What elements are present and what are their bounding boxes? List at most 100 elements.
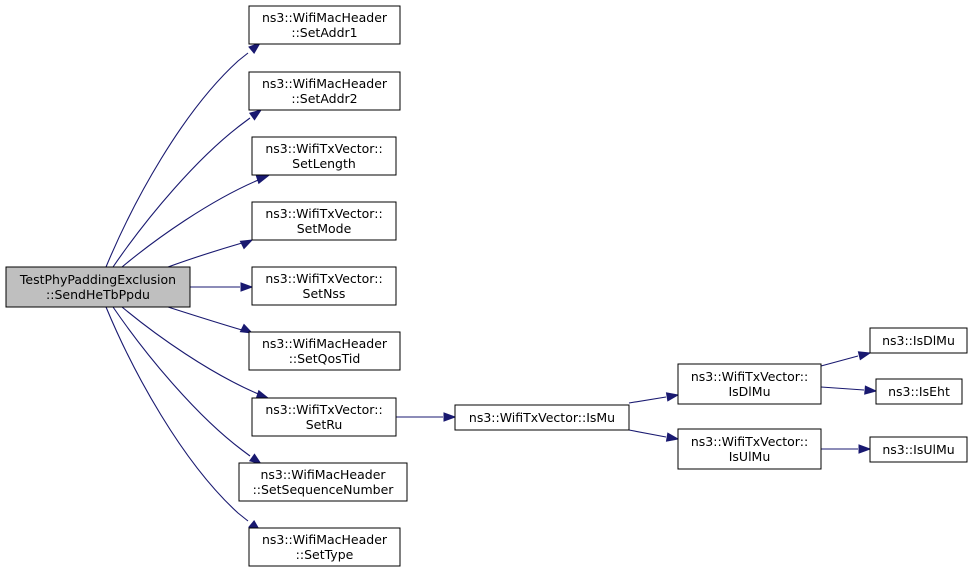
edge-line xyxy=(167,306,251,333)
node-box xyxy=(677,363,822,405)
edge-root-to-setlength xyxy=(121,175,270,268)
node-box xyxy=(248,71,401,111)
node-box xyxy=(875,378,963,405)
node-label-line: IsDlMu xyxy=(728,384,770,399)
edge-arrowhead xyxy=(857,351,872,361)
node-label-line: TestPhyPaddingExclusion xyxy=(19,272,176,287)
node-setmode[interactable]: ns3::WifiTxVector::SetMode xyxy=(251,201,397,241)
edge-line xyxy=(167,240,251,268)
node-ismu[interactable]: ns3::WifiTxVector::IsMu xyxy=(454,404,630,431)
node-box xyxy=(251,136,397,176)
node-box xyxy=(251,397,397,437)
edge-line xyxy=(121,306,266,398)
edge-arrowhead xyxy=(240,282,254,292)
node-label-line: IsUlMu xyxy=(729,449,771,464)
node-isdlmu[interactable]: ns3::IsDlMu xyxy=(869,327,968,354)
node-label-line: ns3::WifiMacHeader xyxy=(262,532,388,547)
node-setru[interactable]: ns3::WifiTxVector::SetRu xyxy=(251,397,397,437)
edge-arrowhead xyxy=(248,453,263,465)
edge-line xyxy=(105,52,249,268)
node-label-line: SetLength xyxy=(292,156,356,171)
edge-arrowhead xyxy=(864,385,878,395)
node-txisulmu[interactable]: ns3::WifiTxVector::IsUlMu xyxy=(677,428,822,470)
node-label-line: ::SetSequenceNumber xyxy=(253,482,395,497)
node-label-line: ::SetType xyxy=(296,547,354,562)
edge-txisdlmu-to-isdlmu xyxy=(820,351,872,367)
edge-txisdlmu-to-iseht xyxy=(820,385,878,395)
node-label-line: ns3::WifiMacHeader xyxy=(262,10,388,25)
node-label-line: ns3::WifiTxVector:: xyxy=(265,206,382,221)
edge-line xyxy=(628,396,667,404)
edge-arrowhead xyxy=(255,389,270,399)
node-setnss[interactable]: ns3::WifiTxVector::SetNss xyxy=(251,266,397,306)
node-box xyxy=(677,428,822,470)
node-setqostid[interactable]: ns3::WifiMacHeader::SetQosTid xyxy=(248,331,401,371)
edge-line xyxy=(105,306,249,522)
edge-root-to-setnss xyxy=(190,282,254,292)
node-box xyxy=(5,266,191,308)
node-label-line: ::SetQosTid xyxy=(289,351,361,366)
node-box xyxy=(238,462,408,502)
edge-root-to-setseq xyxy=(112,306,263,465)
node-setaddr2[interactable]: ns3::WifiMacHeader::SetAddr2 xyxy=(248,71,401,111)
edge-arrowhead xyxy=(665,392,680,402)
edge-arrowhead xyxy=(248,109,263,121)
node-label-line: ::SendHeTbPpdu xyxy=(46,287,150,302)
edge-root-to-setaddr2 xyxy=(112,109,263,268)
node-label-line: ::SetAddr2 xyxy=(291,91,357,106)
edge-ismu-to-txisulmu xyxy=(628,429,680,442)
edge-root-to-settype xyxy=(105,306,262,532)
edge-arrowhead xyxy=(665,432,680,442)
edge-line xyxy=(820,386,865,391)
edge-setru-to-ismu xyxy=(396,412,457,422)
node-settype[interactable]: ns3::WifiMacHeader::SetType xyxy=(248,527,401,567)
edge-arrowhead xyxy=(239,323,254,334)
node-box xyxy=(454,404,630,431)
node-label-line: ns3::WifiMacHeader xyxy=(262,76,388,91)
node-label-line: ns3::WifiTxVector:: xyxy=(265,402,382,417)
node-root[interactable]: TestPhyPaddingExclusion::SendHeTbPpdu xyxy=(5,266,191,308)
node-label-line: ns3::IsEht xyxy=(888,384,950,399)
node-setseq[interactable]: ns3::WifiMacHeader::SetSequenceNumber xyxy=(238,462,408,502)
node-box xyxy=(248,527,401,567)
node-box xyxy=(869,327,968,354)
edge-ismu-to-txisdlmu xyxy=(628,392,680,404)
edge-root-to-setmode xyxy=(167,239,254,268)
node-label-line: ns3::WifiTxVector:: xyxy=(265,141,382,156)
node-label-line: SetMode xyxy=(297,221,352,236)
edge-line xyxy=(121,176,266,268)
edge-arrowhead xyxy=(239,239,254,250)
edges-layer xyxy=(105,42,878,532)
edge-arrowhead xyxy=(858,444,872,454)
node-label-line: ns3::IsUlMu xyxy=(882,442,954,457)
node-label-line: ns3::WifiTxVector::IsMu xyxy=(469,410,615,425)
nodes-layer: TestPhyPaddingExclusion::SendHeTbPpduns3… xyxy=(5,5,968,567)
edge-line xyxy=(112,306,251,457)
edge-arrowhead xyxy=(248,42,262,54)
node-label-line: ns3::WifiTxVector:: xyxy=(265,271,382,286)
edge-arrowhead xyxy=(255,175,270,185)
edge-root-to-setaddr1 xyxy=(105,42,262,268)
node-iseht[interactable]: ns3::IsEht xyxy=(875,378,963,405)
node-label-line: ns3::WifiTxVector:: xyxy=(691,369,808,384)
node-label-line: SetRu xyxy=(306,417,343,432)
node-box xyxy=(869,436,968,463)
node-isulmu[interactable]: ns3::IsUlMu xyxy=(869,436,968,463)
node-txisdlmu[interactable]: ns3::WifiTxVector::IsDlMu xyxy=(677,363,822,405)
edge-txisulmu-to-isulmu xyxy=(821,444,872,454)
node-box xyxy=(251,201,397,241)
edge-line xyxy=(820,355,859,367)
node-label-line: ns3::WifiMacHeader xyxy=(260,467,386,482)
node-box xyxy=(248,5,401,45)
edge-arrowhead xyxy=(443,412,457,422)
node-label-line: ns3::IsDlMu xyxy=(882,333,955,348)
edge-root-to-setqostid xyxy=(167,306,254,334)
node-label-line: ::SetAddr1 xyxy=(291,25,357,40)
node-setaddr1[interactable]: ns3::WifiMacHeader::SetAddr1 xyxy=(248,5,401,45)
node-box xyxy=(248,331,401,371)
node-label-line: SetNss xyxy=(303,286,346,301)
edge-line xyxy=(628,429,667,438)
node-setlength[interactable]: ns3::WifiTxVector::SetLength xyxy=(251,136,397,176)
node-label-line: ns3::WifiMacHeader xyxy=(262,336,388,351)
